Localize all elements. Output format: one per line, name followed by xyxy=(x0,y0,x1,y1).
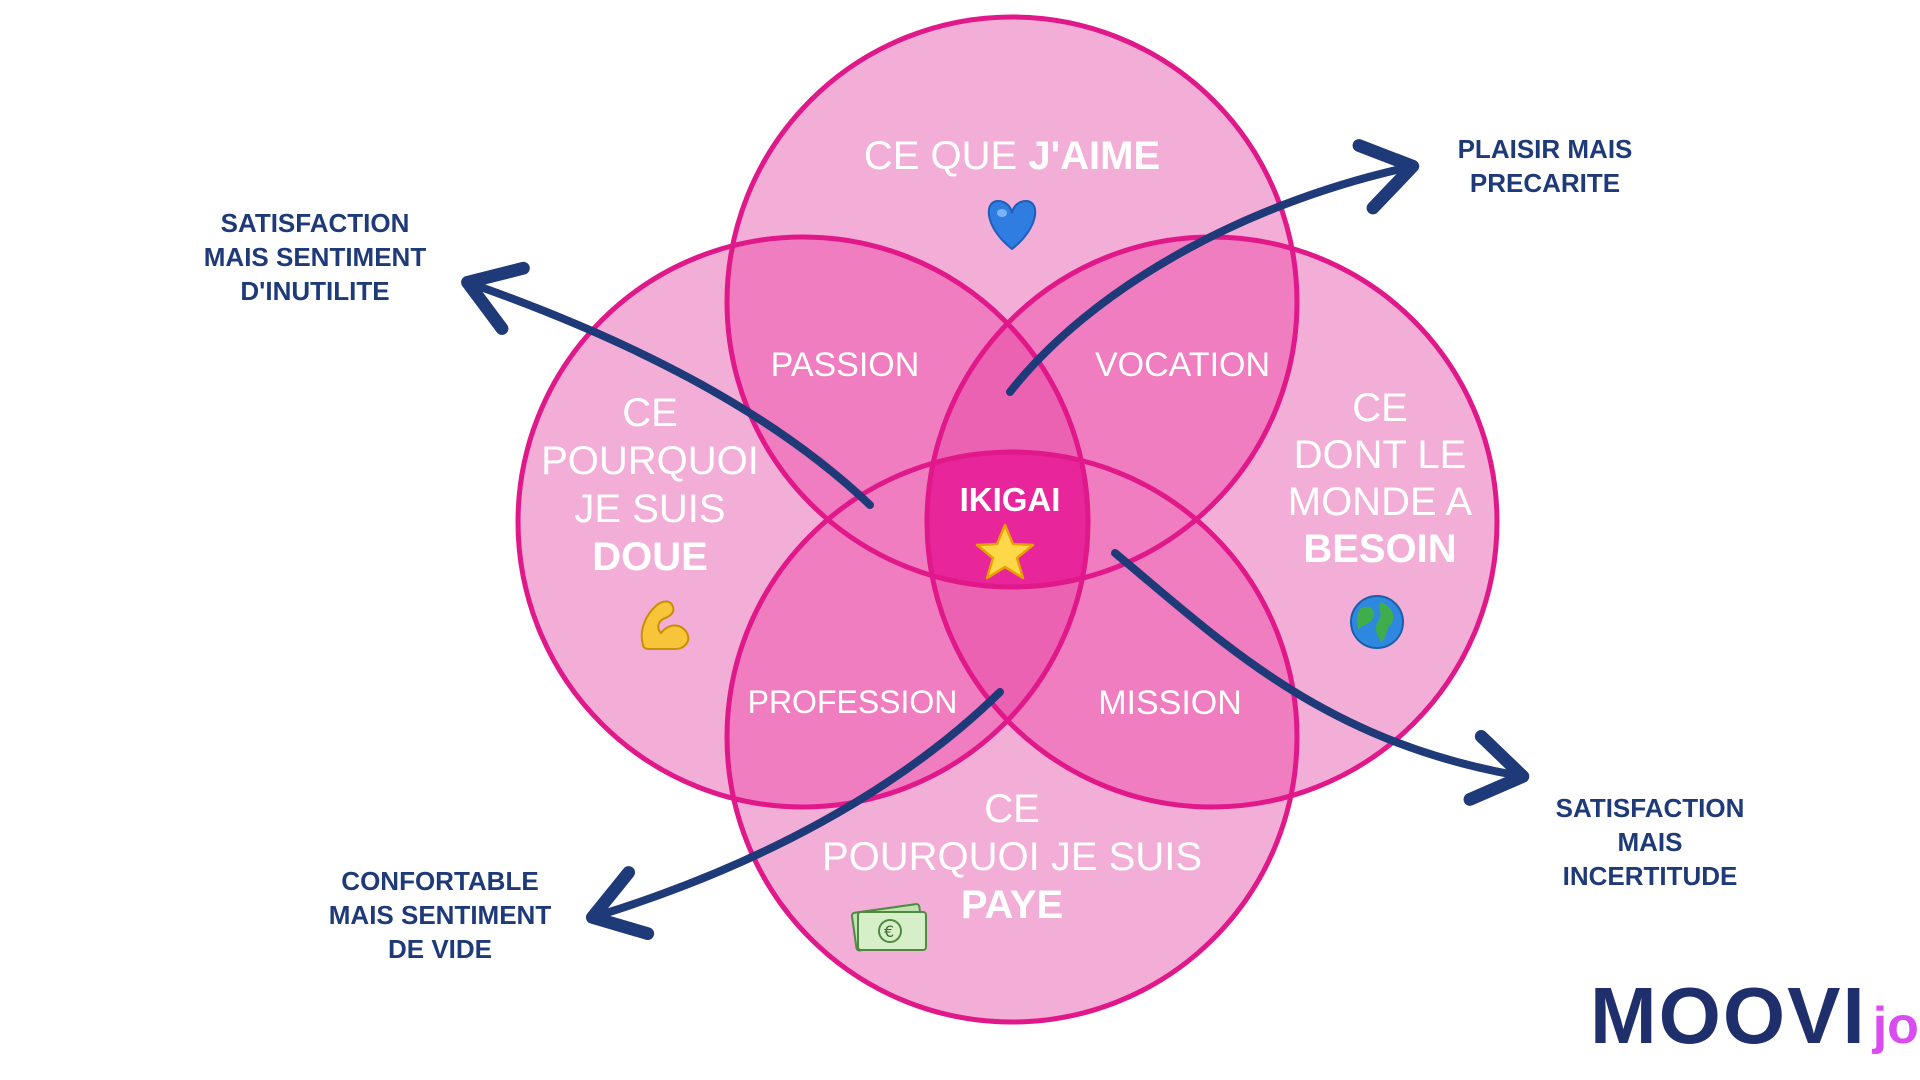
note-line: D'INUTILITE xyxy=(240,275,390,306)
label-paye-strong: PAYE xyxy=(960,883,1064,927)
outline-paye xyxy=(724,449,1300,1025)
label-aime: CE QUE J'AIME xyxy=(812,132,1212,180)
label-doue: CE POURQUOI JE SUIS DOUE xyxy=(520,389,780,581)
outline-doue xyxy=(515,234,1091,810)
label-doue-strong: DOUE xyxy=(592,535,708,579)
arrow-bottom-right xyxy=(1111,549,1530,806)
globe-icon xyxy=(1350,595,1404,649)
outline-aime xyxy=(724,14,1300,590)
banknotes-icon: € xyxy=(850,903,927,952)
label-doue-line: POURQUOI xyxy=(541,439,759,483)
note-line: SATISFACTION xyxy=(1555,793,1745,823)
label-doue-line: JE SUIS xyxy=(574,487,726,531)
moovijob-logo: MOOVI job xyxy=(1590,970,1920,1062)
note-line: DE VIDE xyxy=(387,933,493,964)
label-paye-line: CE xyxy=(984,787,1040,831)
zone-vocation: VOCATION xyxy=(1094,346,1271,384)
label-doue-line: CE xyxy=(622,391,678,435)
arrow-top-left xyxy=(461,261,874,509)
arrow-bottom-left xyxy=(585,688,1004,941)
zone-mission: MISSION xyxy=(1098,684,1242,722)
arrow-top-right xyxy=(1006,139,1420,396)
note-top-right: PLAISIR MAIS PRECARITE xyxy=(1425,133,1665,201)
label-paye: CE POURQUOI JE SUIS PAYE xyxy=(812,785,1212,929)
label-besoin-line: CE xyxy=(1352,386,1408,430)
star-icon xyxy=(975,523,1035,580)
label-besoin-strong: BESOIN xyxy=(1303,527,1457,571)
note-line: PRECARITE xyxy=(1469,167,1621,198)
note-line: MAIS SENTIMENT xyxy=(203,241,427,272)
note-top-left: SATISFACTION MAIS SENTIMENT D'INUTILITE xyxy=(185,207,445,308)
note-line: MAIS xyxy=(1617,826,1683,857)
svg-text:€: € xyxy=(884,922,894,941)
label-besoin-line: MONDE A xyxy=(1287,480,1473,524)
label-aime-strong: J'AIME xyxy=(1028,134,1161,178)
label-aime-prefix: CE QUE xyxy=(863,134,1029,178)
zone-profession: PROFESSION xyxy=(747,684,958,720)
note-line: MAIS SENTIMENT xyxy=(328,899,552,930)
label-besoin-line: DONT LE xyxy=(1293,433,1467,477)
label-paye-line: POURQUOI JE SUIS xyxy=(821,835,1203,879)
note-line: INCERTITUDE xyxy=(1562,860,1738,891)
note-line: PLAISIR MAIS xyxy=(1457,134,1633,164)
logo-main: MOOVI xyxy=(1590,971,1867,1060)
note-bottom-left: CONFORTABLE MAIS SENTIMENT DE VIDE xyxy=(305,865,575,966)
ikigai-label: IKIGAI xyxy=(959,481,1061,518)
note-bottom-right: SATISFACTION MAIS INCERTITUDE xyxy=(1530,792,1770,893)
note-line: SATISFACTION xyxy=(220,208,410,238)
zone-passion: PASSION xyxy=(770,346,920,384)
logo-sub: job xyxy=(1872,997,1920,1055)
flexed-biceps-icon xyxy=(640,600,690,650)
blue-heart-icon xyxy=(987,199,1037,251)
label-besoin: CE DONT LE MONDE A BESOIN xyxy=(1250,385,1510,573)
note-line: CONFORTABLE xyxy=(341,866,539,896)
